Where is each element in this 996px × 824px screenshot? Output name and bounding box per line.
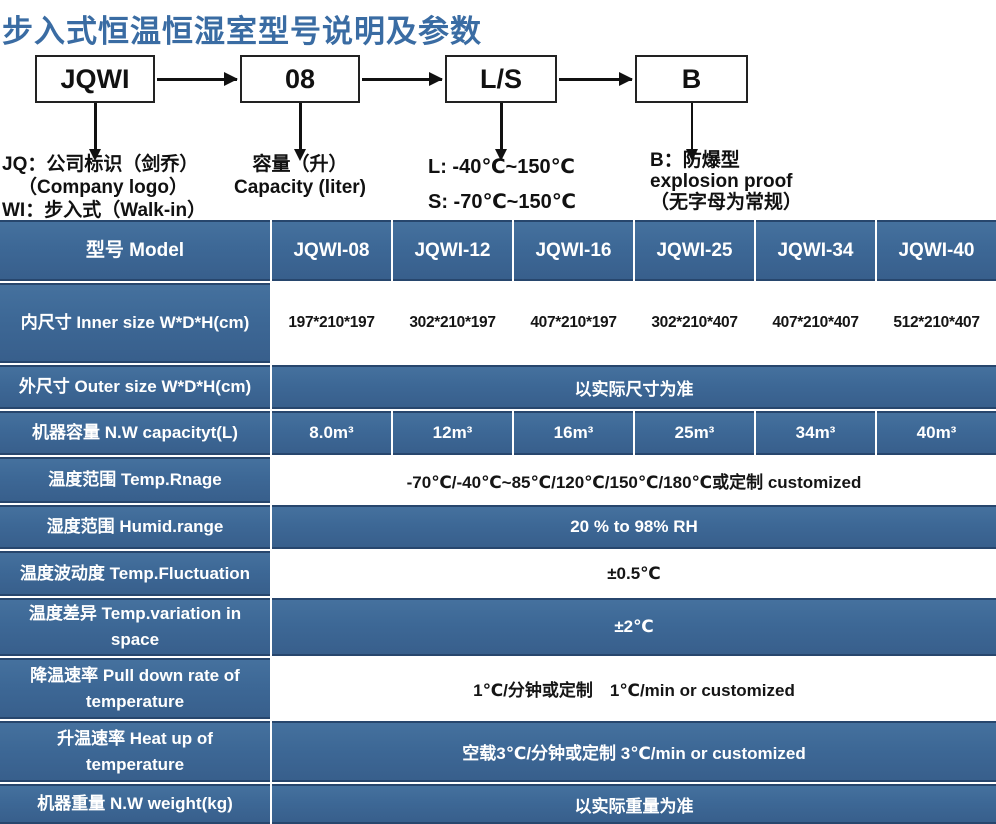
row-label: 温度波动度 Temp.Fluctuation — [0, 551, 270, 596]
row-label: 温度范围 Temp.Rnage — [0, 457, 270, 503]
page-title: 步入式恒温恒湿室型号说明及参数 — [2, 14, 482, 49]
row-value-cell: 25m³ — [635, 411, 754, 455]
row-value-cell: 512*210*407 — [877, 283, 996, 363]
table-header-model-1: JQWI-12 — [393, 220, 512, 281]
row-value-cell: 16m³ — [514, 411, 633, 455]
flow-note-line: Capacity (liter) — [234, 177, 366, 198]
row-label: 内尺寸 Inner size W*D*H(cm) — [0, 283, 270, 363]
row-value-cell: 12m³ — [393, 411, 512, 455]
row-value-cell: 197*210*197 — [272, 283, 391, 363]
flow-note-line: L: -40℃~150℃ — [428, 156, 575, 178]
flow-note-line: WI：步入式（Walk-in） — [2, 200, 207, 221]
row-label: 湿度范围 Humid.range — [0, 505, 270, 549]
arrow-down-stem-icon — [500, 103, 503, 149]
row-value-span: 空载3℃/分钟或定制 3℃/min or customized — [272, 721, 996, 782]
flow-note-line: （无字母为常规） — [650, 192, 803, 213]
row-value-span: 以实际重量为准 — [272, 784, 996, 824]
row-value-span: ±0.5℃ — [272, 551, 996, 596]
row-value-cell: 302*210*197 — [393, 283, 512, 363]
row-value-span: ±2℃ — [272, 598, 996, 656]
arrow-right-icon — [362, 72, 443, 86]
row-label: 机器重量 N.W weight(kg) — [0, 784, 270, 824]
table-header-model-2: JQWI-16 — [514, 220, 633, 281]
flow-note-1: 容量（升）Capacity (liter) — [188, 153, 412, 199]
arrow-down-icon — [685, 149, 698, 161]
row-value-span: 以实际尺寸为准 — [272, 365, 996, 409]
flow-note-0: JQ：公司标识（剑乔）（Company logo）WI：步入式（Walk-in） — [2, 153, 206, 222]
row-value-cell: 407*210*407 — [756, 283, 875, 363]
flow-note-line: 容量（升） — [252, 154, 348, 175]
arrow-down-stem-icon — [690, 103, 693, 149]
flow-note-2: L: -40℃~150℃ S: -70℃~150℃ — [428, 150, 576, 220]
arrow-right-icon — [559, 72, 633, 86]
table-header-model-4: JQWI-34 — [756, 220, 875, 281]
row-label: 降温速率 Pull down rate of temperature — [0, 658, 270, 719]
flow-box-3: B — [635, 55, 748, 103]
table-header-model-5: JQWI-40 — [877, 220, 996, 281]
row-value-span: 1℃/分钟或定制 1℃/min or customized — [272, 658, 996, 719]
row-label: 机器容量 N.W capacityt(L) — [0, 411, 270, 455]
row-value-cell: 8.0m³ — [272, 411, 391, 455]
row-label: 温度差异 Temp.variation in space — [0, 598, 270, 656]
arrow-down-stem-icon — [94, 103, 97, 149]
flow-note-line: JQ：公司标识（剑乔） — [2, 154, 199, 175]
flow-box-0: JQWI — [35, 55, 155, 103]
row-value-cell: 40m³ — [877, 411, 996, 455]
row-label: 升温速率 Heat up of temperature — [0, 721, 270, 782]
table-header-model-label: 型号 Model — [0, 220, 270, 281]
row-value-cell: 302*210*407 — [635, 283, 754, 363]
arrow-down-icon — [294, 149, 306, 161]
flow-note-line: S: -70℃~150℃ — [428, 191, 576, 213]
arrow-right-head-icon — [429, 72, 443, 86]
arrow-down-icon — [495, 149, 507, 161]
row-value-cell: 34m³ — [756, 411, 875, 455]
flow-box-1: 08 — [240, 55, 360, 103]
flow-note-line: explosion proof — [650, 171, 793, 192]
model-code-flow-diagram: JQWI JQ：公司标识（剑乔）（Company logo）WI：步入式（Walk… — [0, 0, 996, 222]
table-header-model-0: JQWI-08 — [272, 220, 391, 281]
arrow-down-icon — [89, 149, 101, 161]
table-header-model-3: JQWI-25 — [635, 220, 754, 281]
arrow-down-stem-icon — [299, 103, 302, 149]
flow-box-2: L/S — [445, 55, 557, 103]
row-label: 外尺寸 Outer size W*D*H(cm) — [0, 365, 270, 409]
row-value-span: -70℃/-40℃~85℃/120℃/150℃/180℃或定制 customiz… — [272, 457, 996, 503]
flow-note-line: （Company logo） — [18, 177, 188, 198]
arrow-right-icon — [157, 72, 238, 86]
row-value-cell: 407*210*197 — [514, 283, 633, 363]
row-value-span: 20 % to 98% RH — [272, 505, 996, 549]
arrow-right-head-icon — [619, 72, 633, 86]
flow-note-line: B：防爆型 — [650, 150, 740, 171]
arrow-right-head-icon — [224, 72, 238, 86]
